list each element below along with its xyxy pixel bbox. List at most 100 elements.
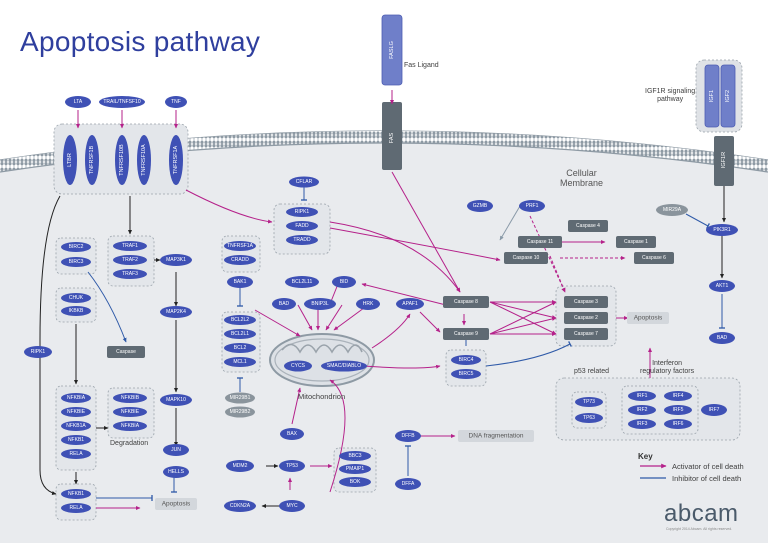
node-bcl2-bcl2: BCL2 <box>224 343 256 353</box>
node-shape <box>451 355 481 365</box>
node-shape <box>458 430 534 442</box>
abcam-logo: abcam <box>664 500 739 527</box>
node-tradd-tradd: TRADD <box>286 235 318 245</box>
node-label: IKBKB <box>69 308 84 314</box>
node-shape <box>628 391 656 401</box>
node-label: IGF1 <box>709 90 715 102</box>
node-bbc3-bbc3: BBC3 <box>339 451 371 461</box>
node-label: MIR29B2 <box>230 409 251 415</box>
node-bax-bax: BAX <box>280 428 304 440</box>
node-label: NFKBIE <box>67 409 86 415</box>
node-hrk-hrk: HRK <box>356 298 380 310</box>
node-label: BCL2 <box>234 345 247 351</box>
node-nfkb1a-nfkb1a: NFKB1A <box>61 421 91 431</box>
node-shape <box>113 421 147 431</box>
node-label: IRF3 <box>637 421 648 427</box>
node-shape <box>339 451 371 461</box>
node-label: NFKBIA <box>121 423 140 429</box>
node-ikbkb-ikbkb: IKBKB <box>61 306 91 316</box>
mitochondrion <box>269 333 375 387</box>
node-traf1-traf1: TRAF1 <box>113 241 147 251</box>
node-bcl2l1-bcl2l1: BCL2L1 <box>224 329 256 339</box>
node-label: RELA <box>69 451 83 457</box>
cellular-membrane-label: Cellular Membrane <box>560 168 604 188</box>
node-shape <box>564 328 608 340</box>
node-label: IGF1R <box>721 152 727 168</box>
node-label: Caspase 7 <box>574 331 598 337</box>
node-shape <box>518 236 562 248</box>
node-label: BCL2L11 <box>292 279 313 285</box>
node-label: BCL2L1 <box>231 331 249 337</box>
interferon-label: Interferon regulatory factors <box>640 360 695 375</box>
node-label: Caspase 1 <box>624 239 648 245</box>
node-mcl1-mcl1: MCL1 <box>224 357 256 367</box>
node-label: TNFRSF10A <box>141 144 147 176</box>
copyright: Copyright 2014 Abcam. All rights reserve… <box>666 527 733 531</box>
node-shape <box>714 136 734 184</box>
node-shape <box>396 298 424 310</box>
node-label: CHUK <box>69 295 84 301</box>
node-shape <box>284 360 312 372</box>
node-shape <box>227 276 253 288</box>
node-label: TNFRSF1A <box>227 243 254 249</box>
node-shape <box>664 405 692 415</box>
cytoplasm <box>0 139 768 543</box>
node-label: TRADD <box>293 237 311 243</box>
node-label: Caspase 4 <box>576 223 600 229</box>
lipid-bilayer <box>0 131 768 172</box>
node-nfkbie-nfkbie: NFKBIE <box>61 407 91 417</box>
node-label: BCL2L2 <box>231 317 249 323</box>
node-label: MYC <box>286 503 298 509</box>
node-bcl2l11-bcl2l11: BCL2L11 <box>285 276 319 288</box>
fas-ligand-label: Fas Ligand <box>404 62 439 69</box>
node-label: LTA <box>74 99 83 105</box>
node-shape <box>61 257 91 267</box>
node-tnf-tnf: TNF <box>165 96 187 108</box>
node-traf2-traf2: TRAF2 <box>113 255 147 265</box>
node-shape <box>395 478 421 490</box>
node-shape <box>304 298 336 310</box>
node-shape <box>656 204 688 216</box>
node-label: NFKBIE <box>121 409 140 415</box>
node-shape <box>224 357 256 367</box>
node-lta-lta: LTA <box>65 96 91 108</box>
node-rela-relab: RELA <box>61 503 91 513</box>
node-shape <box>706 224 738 236</box>
node-cycs-cycs: CYCS <box>284 360 312 372</box>
node-caspase-9-casp9: Caspase 9 <box>443 328 489 340</box>
node-shape <box>163 444 189 456</box>
node-mapk10-mapk10: MAPK10 <box>160 394 192 406</box>
node-shape <box>568 220 608 232</box>
node-shape <box>504 252 548 264</box>
node-shape <box>709 280 735 292</box>
node-apoptosis-apop1: Apoptosis <box>155 498 197 510</box>
node-label: MIR29B1 <box>230 395 251 401</box>
node-cradd-cradd: CRADD <box>224 255 256 265</box>
node-label: Caspase 2 <box>574 315 598 321</box>
node-shape <box>226 460 254 472</box>
igf1r-signaling-label: IGF1R signaling pathway <box>645 88 696 103</box>
node-label: TRAF1 <box>122 243 138 249</box>
node-nfkb1-nfkb1b: NFKB1 <box>61 489 91 499</box>
node-label: DFFB <box>401 433 415 439</box>
node-label: Caspase 9 <box>454 331 478 337</box>
node-label: TP53 <box>286 463 298 469</box>
node-cflar-cflar: CFLAR <box>289 176 319 188</box>
node-dffa-dffa: DFFA <box>395 478 421 490</box>
node-shape <box>701 404 727 416</box>
node-irf3-irf3: IRF3 <box>628 419 656 429</box>
node-label: Apoptosis <box>162 501 191 508</box>
node-traf3-traf3: TRAF3 <box>113 269 147 279</box>
node-tp73-tp73: TP73 <box>575 397 603 407</box>
node-igf2-igf2: IGF2 <box>720 64 736 128</box>
node-label: NFKB1 <box>68 437 84 443</box>
node-label: IRF7 <box>709 407 720 413</box>
node-label: AKT1 <box>716 283 729 289</box>
node-shape <box>224 241 256 251</box>
node-label: DNA fragmentation <box>469 433 524 440</box>
node-irf7-irf7: IRF7 <box>701 404 727 416</box>
node-caspase-caspase: Caspase <box>107 346 145 358</box>
mitochondrion-label: Mitochondrion <box>298 392 346 401</box>
node-nfkbie-nfkbie2: NFKBIE <box>113 407 147 417</box>
